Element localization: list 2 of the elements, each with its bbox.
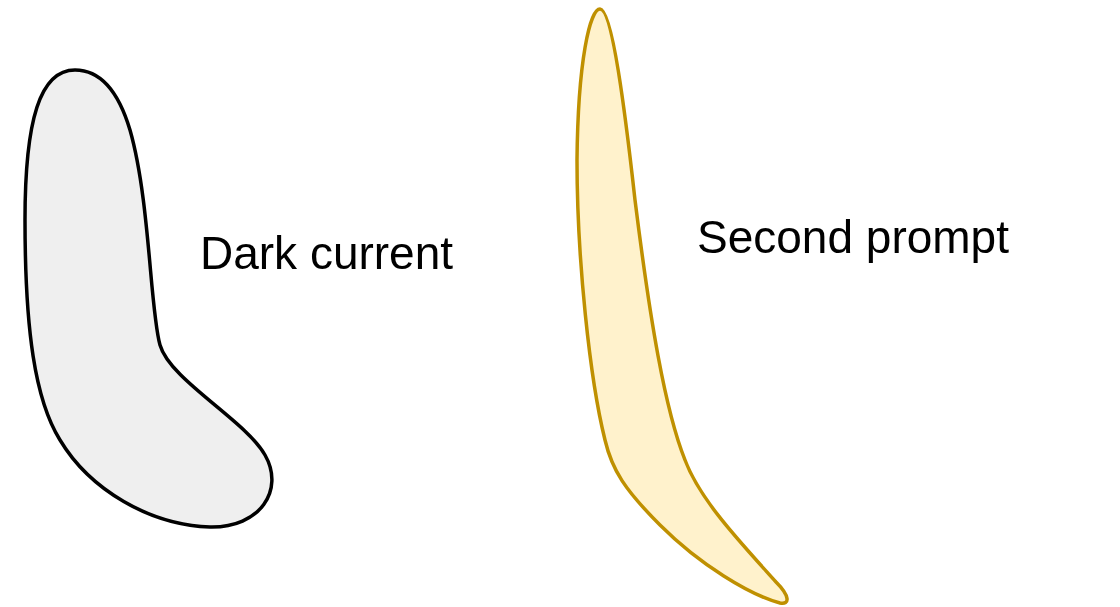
shape-label: Dark current (200, 228, 454, 279)
shape-label: Second prompt (697, 212, 1009, 263)
